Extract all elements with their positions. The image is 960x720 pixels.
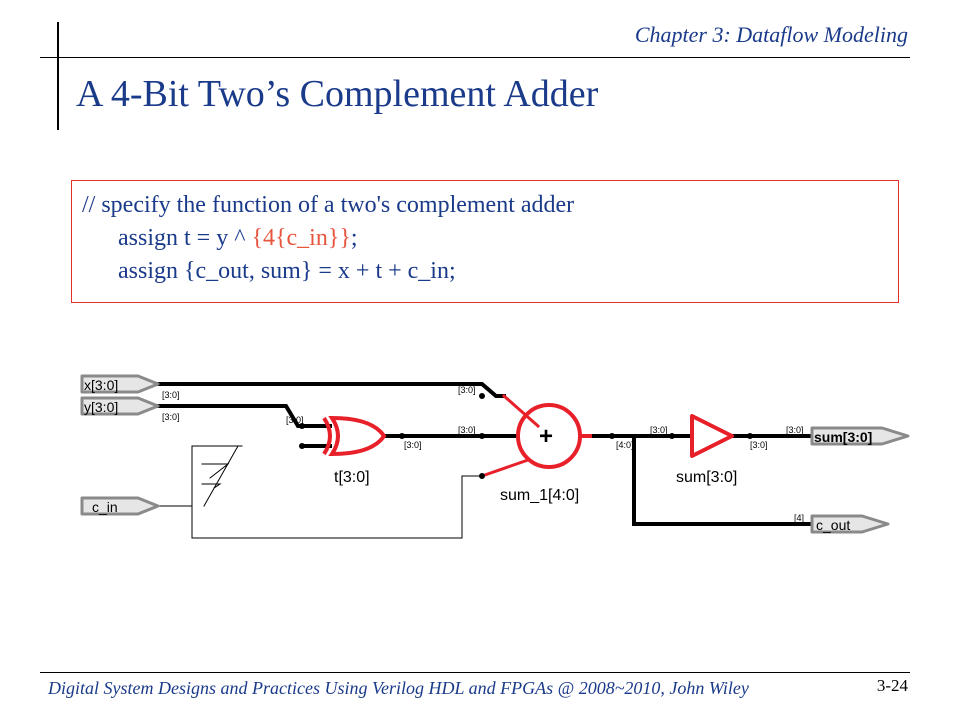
slide-title: A 4-Bit Two’s Complement Adder (76, 73, 599, 115)
ports (80, 374, 910, 534)
bus-label-buf-out: [3:0] (750, 440, 768, 450)
port-sum-label: sum[3:0] (814, 429, 872, 445)
code-box: // specify the function of a two's compl… (71, 180, 899, 303)
dot-cin-xor (299, 443, 305, 449)
code-line1-suffix: ; (350, 225, 358, 251)
port-x-label: x[3:0] (84, 377, 118, 393)
labels: x[3:0] y[3:0] c_in sum[3:0] c_out + t[3:… (84, 377, 872, 533)
wire-x-to-adder (156, 382, 506, 398)
code-line-assign-t: assign t = y ^ {4{c_in}}; (82, 222, 898, 255)
dot-y-xor (299, 423, 305, 429)
net-t-label: t[3:0] (334, 469, 370, 486)
wire-x-adder-red (501, 393, 541, 429)
frame-horizontal-line (40, 57, 910, 58)
bus-label-x-in: [3:0] (162, 390, 180, 400)
dot-t-adder (479, 433, 485, 439)
bus-label-x-adder: [3:0] (458, 385, 476, 395)
chapter-heading: Chapter 3: Dataflow Modeling (634, 22, 908, 47)
frame-vertical-line (57, 22, 59, 130)
bus-label-y-in: [3:0] (162, 412, 180, 422)
wire-xor-red-in (300, 424, 332, 448)
dot-buf-in (669, 433, 675, 439)
code-comment: // specify the function of a two's compl… (82, 192, 575, 218)
bus-label-buf-in: [3:0] (650, 425, 668, 435)
dot-buf-out (747, 433, 753, 439)
port-cin-label: c_in (92, 499, 118, 515)
page-number: 3-24 (876, 676, 908, 695)
port-cout-shape (810, 514, 890, 534)
code-line-assign-sum: assign {c_out, sum} = x + t + c_in; (118, 258, 456, 284)
dot-cin-adder (479, 473, 485, 479)
dot-adder-out (609, 433, 615, 439)
port-y-label: y[3:0] (84, 399, 118, 415)
bus-label-cout-port: [4] (794, 513, 804, 523)
port-cout-label: c_out (816, 517, 850, 533)
bus-label-sum-port: [3:0] (786, 425, 804, 435)
bus-label-t-adder: [3:0] (458, 425, 476, 435)
wire-dots (299, 393, 753, 479)
port-cin-shape (80, 496, 160, 516)
code-replication-highlight: {4{c_in}} (251, 225, 351, 251)
footer-citation: Digital System Designs and Practices Usi… (48, 678, 749, 698)
wire-cin-loop (157, 445, 483, 539)
footer-divider (40, 672, 910, 673)
xor-gate-back-curve (322, 416, 332, 456)
operator-plus: + (539, 423, 553, 450)
net-sum-label: sum[3:0] (676, 469, 737, 486)
bus-label-xor-out: [3:0] (404, 440, 422, 450)
dot-xor-out (399, 433, 405, 439)
wire-cin-red (480, 458, 530, 478)
xor-gate (322, 415, 387, 457)
dot-x-adder (479, 393, 485, 399)
port-sum-shape (810, 426, 910, 446)
xor-gate-body (328, 415, 387, 457)
wire-cin-replication (201, 445, 239, 507)
bus-label-y-xor: [3:0] (286, 415, 304, 425)
port-y-shape (80, 396, 160, 416)
port-x-shape (80, 374, 160, 394)
wires (156, 382, 814, 539)
net-sum1-label: sum_1[4:0] (500, 487, 579, 504)
code-line1-prefix: assign t = y ^ (118, 225, 252, 251)
wire-to-cout (632, 434, 814, 526)
schematic-diagram: x[3:0] y[3:0] c_in sum[3:0] c_out + t[3:… (80, 374, 910, 539)
bus-label-adder-out: [4:0] (616, 440, 634, 450)
buffer-gate (690, 414, 734, 458)
adder (516, 403, 592, 469)
wire-y-to-xor (156, 404, 332, 428)
